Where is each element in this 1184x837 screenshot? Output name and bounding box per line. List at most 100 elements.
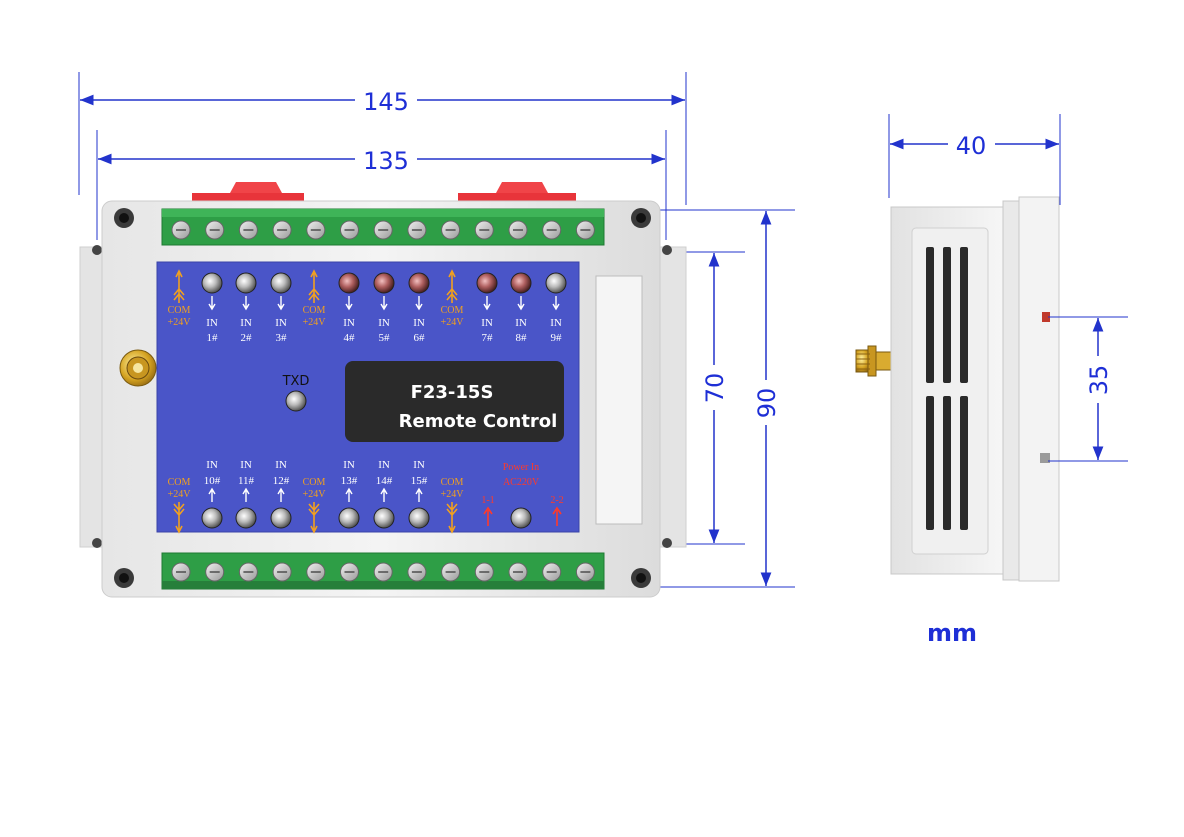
side-window: [595, 275, 643, 525]
com-label: COM: [168, 477, 191, 488]
input-led-icon: [201, 507, 223, 529]
input-number-label: 3#: [276, 332, 288, 344]
terminal-screw-icon: [407, 562, 427, 582]
power-voltage: AC220V: [503, 477, 540, 488]
dim-rail-height: 35: [1048, 316, 1128, 462]
dim-label-70: 70: [701, 373, 729, 404]
input-arrow-icon: [517, 296, 525, 311]
input-number-label: 12#: [273, 475, 290, 487]
com-arrow-icon: [308, 269, 320, 303]
side-antenna-connector: [855, 345, 893, 377]
com-voltage-label: +24V: [441, 489, 465, 500]
input-number-label: 5#: [379, 332, 391, 344]
dim-panel-height: 70: [675, 251, 745, 545]
terminal-screw-icon: [474, 220, 494, 240]
input-arrow-icon: [380, 296, 388, 311]
com-arrow-icon: [446, 502, 458, 534]
power-terminal-2: 2-2: [550, 495, 563, 506]
terminal-screw-icon: [441, 220, 461, 240]
input-led-icon: [338, 272, 360, 294]
terminal-block-bottom: [161, 552, 605, 590]
module-side-view: [855, 196, 1060, 582]
input-in-label: IN: [378, 459, 390, 471]
power-arrow-icon: [552, 506, 562, 526]
input-number-label: 7#: [482, 332, 494, 344]
terminal-screw-icon: [205, 562, 225, 582]
terminal-screw-icon: [340, 562, 359, 582]
terminal-screw-icon: [575, 220, 595, 240]
antenna-connector: [119, 349, 157, 387]
input-in-label: IN: [240, 317, 252, 329]
input-arrow-icon: [345, 487, 353, 502]
terminal-screw-icon: [474, 562, 494, 582]
input-arrow-icon: [380, 487, 388, 502]
input-arrow-icon: [208, 296, 216, 311]
input-in-label: IN: [275, 317, 287, 329]
input-number-label: 14#: [376, 475, 393, 487]
input-led-icon: [408, 272, 430, 294]
input-in-label: IN: [343, 317, 355, 329]
dim-side-width: 40: [888, 114, 1061, 205]
com-arrow-icon: [446, 269, 458, 303]
input-number-label: 1#: [207, 332, 219, 344]
input-in-label: IN: [515, 317, 527, 329]
terminal-screw-icon: [238, 220, 258, 240]
input-number-label: 8#: [516, 332, 528, 344]
terminal-screw-icon: [171, 562, 191, 582]
input-led-icon: [235, 272, 257, 294]
power-terminal-1: 1-1: [481, 495, 494, 506]
input-in-label: IN: [206, 317, 218, 329]
terminal-screw-icon: [171, 220, 191, 240]
input-in-label: IN: [413, 317, 425, 329]
com-voltage-label: +24V: [303, 489, 327, 500]
dim-label-135: 135: [363, 147, 409, 175]
input-number-label: 10#: [204, 475, 221, 487]
terminal-screw-icon: [373, 220, 393, 240]
input-in-label: IN: [275, 459, 287, 471]
dim-label-90: 90: [753, 388, 781, 419]
module-front-view: IN1#IN2#IN3#IN4#IN5#IN6#IN7#IN8#IN9# IN1…: [79, 182, 687, 598]
input-led-icon: [373, 507, 395, 529]
input-led-icon: [338, 507, 360, 529]
terminal-screw-icon: [508, 220, 528, 240]
model-subtitle: Remote Control: [399, 411, 558, 432]
model-plate: F23-15S Remote Control: [345, 361, 564, 442]
input-arrow-icon: [415, 487, 423, 502]
input-arrow-icon: [242, 487, 250, 502]
terminal-screw-icon: [542, 562, 562, 582]
input-number-label: 9#: [551, 332, 563, 344]
terminal-block-top: [161, 208, 605, 246]
input-led-icon: [545, 272, 567, 294]
com-label: COM: [303, 305, 326, 316]
terminal-screw-icon: [575, 562, 595, 582]
input-arrow-icon: [415, 296, 423, 311]
txd-label: TXD: [282, 374, 310, 389]
com-label: COM: [303, 477, 326, 488]
terminal-screw-icon: [441, 562, 461, 582]
dim-inner-width: 135: [96, 130, 667, 240]
terminal-screw-icon: [340, 220, 359, 240]
input-in-label: IN: [240, 459, 252, 471]
input-led-icon: [373, 272, 395, 294]
input-led-icon: [235, 507, 257, 529]
input-led-icon: [408, 507, 430, 529]
terminal-screw-icon: [508, 562, 528, 582]
input-led-icon: [510, 272, 532, 294]
com-label: COM: [441, 305, 464, 316]
input-number-label: 13#: [341, 475, 358, 487]
input-number-label: 11#: [238, 475, 255, 487]
input-number-label: 6#: [414, 332, 426, 344]
dim-overall-height: 90: [660, 209, 795, 588]
dim-overall-width: 145: [78, 72, 687, 205]
com-voltage-label: +24V: [168, 317, 192, 328]
input-in-label: IN: [481, 317, 493, 329]
input-led-icon: [201, 272, 223, 294]
input-led-icon: [270, 272, 292, 294]
vent-slots: [926, 247, 968, 530]
input-number-label: 2#: [241, 332, 253, 344]
terminal-screw-icon: [542, 220, 562, 240]
input-led-icon: [270, 507, 292, 529]
power-led-icon: [510, 507, 532, 529]
input-arrow-icon: [208, 487, 216, 502]
dim-label-40: 40: [956, 132, 987, 160]
